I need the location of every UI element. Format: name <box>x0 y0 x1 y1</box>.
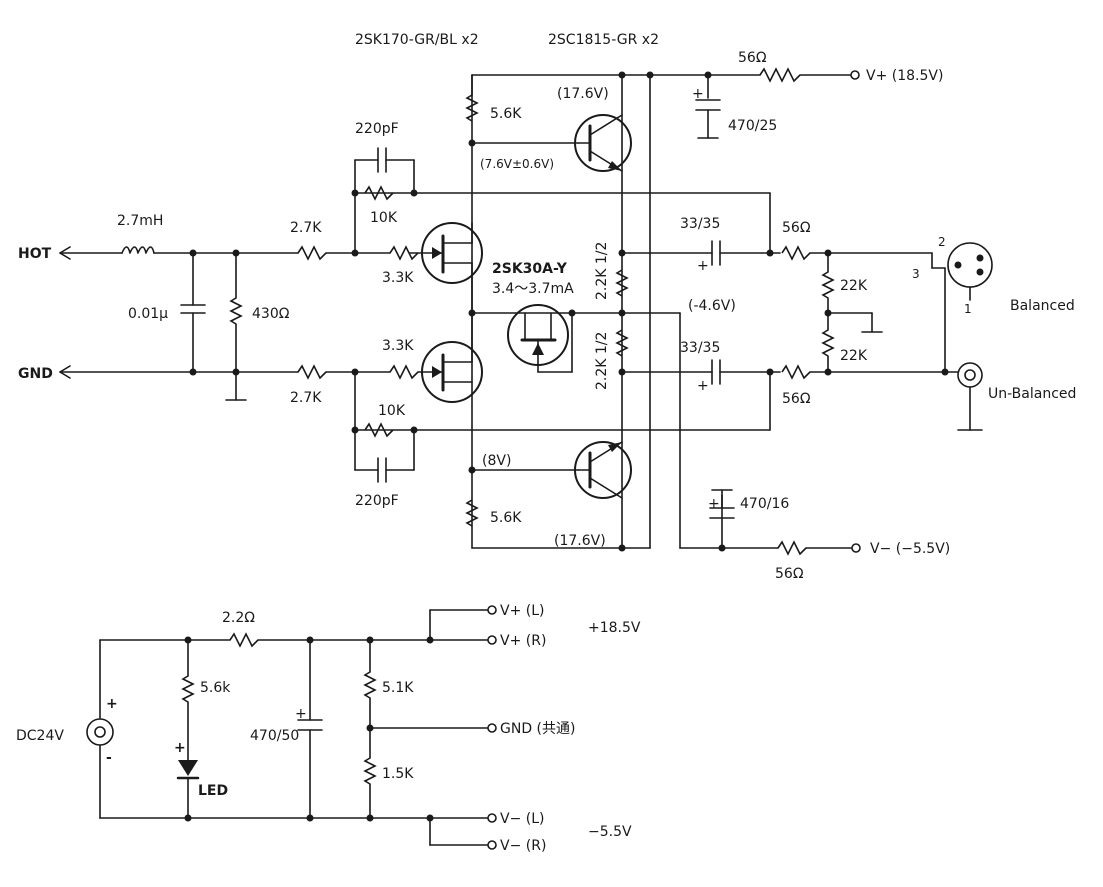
psu-vneg-r: V− (R) <box>500 838 546 854</box>
psu-vneg-l: V− (L) <box>500 811 544 827</box>
vneg-terminal <box>851 543 861 553</box>
r-fb-top-label: 10K <box>370 210 398 226</box>
jfet-ccs <box>507 304 573 373</box>
psu-r-series-label: 2.2Ω <box>222 610 255 626</box>
rca-connector <box>957 362 983 388</box>
psu-r-led-label: 5.6k <box>200 680 231 696</box>
cap-out-top-plus: + <box>697 258 709 274</box>
vpos-label: V+ (18.5V) <box>866 68 943 84</box>
r-bias-upper-label: 2.2K 1/2 <box>594 242 610 300</box>
cap-out-top-label: 33/35 <box>680 216 720 232</box>
xlr-pin2: 2 <box>938 235 946 249</box>
r-gate-top-label: 3.3K <box>382 270 414 286</box>
led <box>176 760 200 780</box>
r-out-bot-label: 56Ω <box>782 391 811 407</box>
r-hot-label: 2.7K <box>290 220 322 236</box>
dc-minus: - <box>106 750 112 766</box>
inductor-label: 2.7mH <box>117 213 163 229</box>
balanced-label: Balanced <box>1010 298 1075 314</box>
dc-plus: + <box>106 696 118 712</box>
ccs-part-label: 2SK30A-Y <box>492 261 568 277</box>
led-plus: + <box>174 740 186 756</box>
r-supply-pos-label: 56Ω <box>738 50 767 66</box>
psu-vpos-r: V+ (R) <box>500 633 546 649</box>
psu-cap-label: 470/50 <box>250 728 299 744</box>
unbalanced-label: Un-Balanced <box>988 386 1076 402</box>
cap-neg-plus: + <box>708 496 720 512</box>
ccs-current-label: 3.4〜3.7mA <box>492 281 574 297</box>
r-bias-lower-label: 2.2K 1/2 <box>594 332 610 390</box>
xlr-pin1: 1 <box>964 302 972 316</box>
r-fb-bot-label: 10K <box>378 403 406 419</box>
psu-vpos-value: +18.5V <box>588 620 641 636</box>
v-bot-node: (17.6V) <box>554 533 606 549</box>
cap-supply-neg-label: 470/16 <box>740 496 789 512</box>
r-gnd-label: 2.7K <box>290 390 322 406</box>
hot-label: HOT <box>18 246 52 262</box>
r-in-label: 430Ω <box>252 306 290 322</box>
vneg-label: V− (−5.5V) <box>870 541 950 557</box>
gnd-label: GND <box>18 366 53 382</box>
cap-in-label: 0.01μ <box>128 306 168 322</box>
psu-vneg-value: −5.5V <box>588 824 632 840</box>
psu-vpos-l: V+ (L) <box>500 603 544 619</box>
xlr-pin3: 3 <box>912 267 920 281</box>
jfet-pair-label: 2SK170-GR/BL x2 <box>355 32 479 48</box>
cap-fb-bot-label: 220pF <box>355 493 399 509</box>
cap-pos-plus: + <box>692 86 704 102</box>
ccs-node-v: (-4.6V) <box>688 298 736 314</box>
r-supply-pos <box>759 67 801 83</box>
rails <box>471 74 853 549</box>
psu-r-div-bot-label: 1.5K <box>382 766 414 782</box>
jfet-bottom <box>417 341 483 403</box>
r-load-top-label: 5.6K <box>490 106 522 122</box>
v-bot-base: (8V) <box>482 453 511 469</box>
psu-gnd-common: GND (共通) <box>500 721 575 737</box>
dc-in-label: DC24V <box>16 728 64 744</box>
inductor <box>121 246 155 254</box>
r-gate-bot-label: 3.3K <box>382 338 414 354</box>
cap-out-bot-label: 33/35 <box>680 340 720 356</box>
vpos-terminal <box>850 70 860 80</box>
bjt-bottom <box>574 441 632 499</box>
r-supply-neg-label: 56Ω <box>775 566 804 582</box>
cap-fb-top-label: 220pF <box>355 121 399 137</box>
jfet-top <box>409 222 483 284</box>
cap-out-bot-plus: + <box>697 378 709 394</box>
cap-supply-pos-label: 470/25 <box>728 118 777 134</box>
psu-r-div-top-label: 5.1K <box>382 680 414 696</box>
led-label: LED <box>198 783 228 799</box>
r-div-top-label: 22K <box>840 278 868 294</box>
r-div-bot-label: 22K <box>840 348 868 364</box>
r-out-top-label: 56Ω <box>782 220 811 236</box>
dc-jack <box>86 718 114 746</box>
r-load-bot-label: 5.6K <box>490 510 522 526</box>
psu-cap-plus: + <box>295 706 307 722</box>
bjt-top <box>574 114 632 172</box>
bjt-pair-label: 2SC1815-GR x2 <box>548 32 659 48</box>
v-top-node: (17.6V) <box>557 86 609 102</box>
xlr-connector <box>947 242 993 288</box>
v-top-base: (7.6V±0.6V) <box>480 157 554 171</box>
